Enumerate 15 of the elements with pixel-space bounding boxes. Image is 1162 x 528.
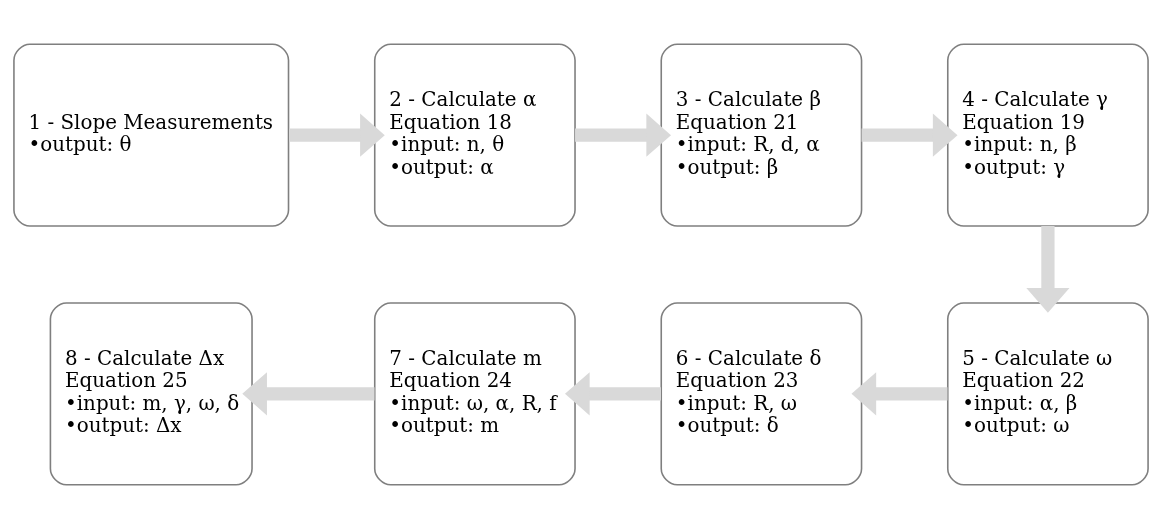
arrow [289,113,385,157]
node-box: 8 - Calculate Δx Equation 25 •input: m, γ, ω, δ •output: Δx [49,301,253,485]
node-box: 6 - Calculate δ Equation 23 •input: R, ω •output: δ [660,301,863,485]
arrow [1026,225,1070,313]
arrow [861,113,958,157]
node-box: 1 - Slope Measurements •output: θ [13,43,290,227]
node-box: 5 - Calculate ω Equation 22 •input: α, β •output: ω [946,301,1149,485]
arrow [565,371,661,415]
node-box: 4 - Calculate γ Equation 19 •input: n, β •output: γ [946,43,1149,227]
node-box: 3 - Calculate β Equation 21 •input: R, d, α •output: β [660,43,863,227]
arrow [851,371,948,415]
arrow [242,371,375,415]
node-box: 2 - Calculate α Equation 18 •input: n, θ •output: α [373,43,576,227]
arrow [575,113,672,157]
node-box: 7 - Calculate m Equation 24 •input: ω, α, R, f •output: m [373,301,576,485]
